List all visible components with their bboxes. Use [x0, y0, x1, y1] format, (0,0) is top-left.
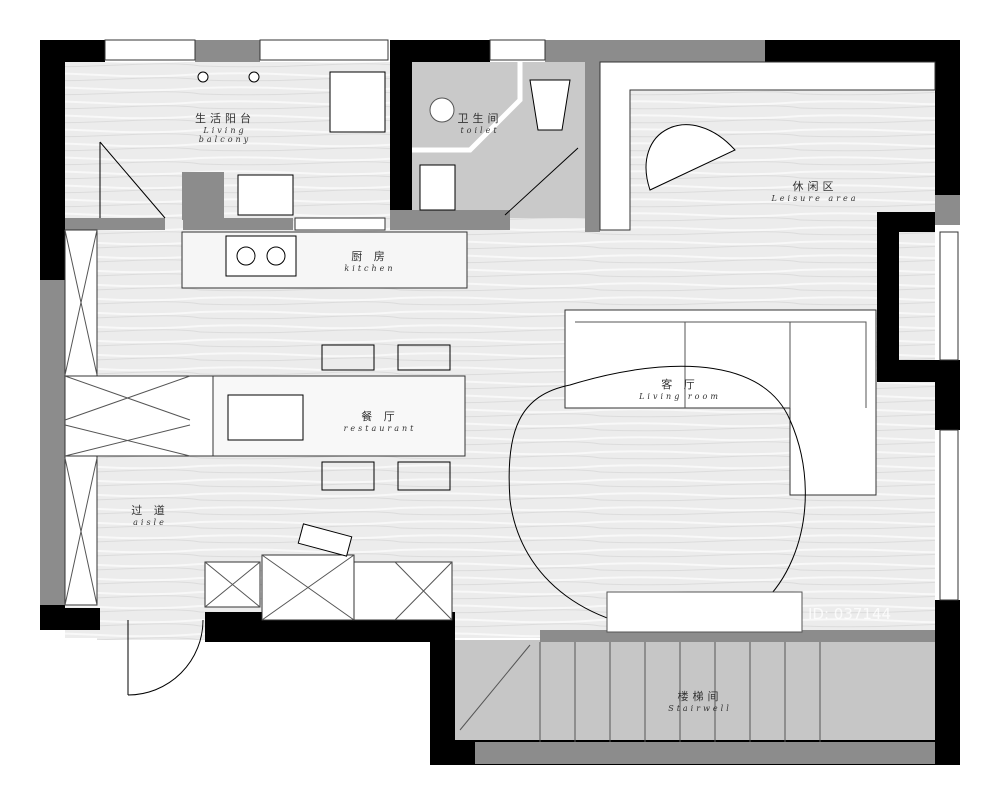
toilet-bowl: [529, 79, 571, 131]
stove: [225, 235, 297, 277]
laundry-sink: [237, 174, 294, 216]
room-name: 生活阳台: [195, 112, 255, 125]
room-name-en: Living balcony: [198, 126, 252, 144]
room-name: 厨 房: [351, 250, 389, 263]
balcony-door: [99, 141, 166, 219]
room-name-en: aisle: [133, 518, 167, 527]
room-name: 过 道: [131, 504, 169, 517]
room-name-en: Leisure area: [771, 194, 859, 203]
lounge-chair: [645, 124, 736, 191]
watermark: ID: 037144: [808, 605, 892, 623]
double-sink: [227, 394, 304, 441]
room-name: 餐 厅: [361, 410, 399, 423]
burner-icon: [266, 246, 286, 266]
room-name-en: kitchen: [344, 264, 396, 273]
windows: [104, 39, 959, 601]
room-name-en: Living room: [639, 392, 721, 401]
room-name-en: Stairwell: [668, 704, 732, 713]
dining-sideboard: [64, 375, 214, 457]
room-name-en: toilet: [460, 126, 500, 135]
room-name: 楼梯间: [677, 690, 723, 703]
burner-icon: [236, 246, 256, 266]
room-name-en: restaurant: [343, 424, 417, 433]
room-name: 休闲区: [792, 180, 838, 193]
aisle-floor: [97, 600, 207, 640]
leisure-cabinet: [599, 61, 936, 231]
walls: [40, 40, 960, 765]
sofa: [564, 309, 877, 496]
washbasin: [429, 97, 455, 123]
kitchen-counter: [181, 231, 468, 289]
sink: [419, 164, 456, 211]
washer: [329, 71, 386, 133]
tv-cabinet: [606, 591, 803, 633]
entrance-door: [127, 619, 204, 696]
piano: [297, 523, 353, 557]
partitions: [40, 40, 960, 764]
stairwell-floor: [455, 640, 935, 740]
dining-chairs: [321, 344, 451, 491]
room-name: 客 厅: [661, 378, 699, 391]
room-name: 卫生间: [457, 112, 503, 125]
stairs: [459, 642, 821, 742]
